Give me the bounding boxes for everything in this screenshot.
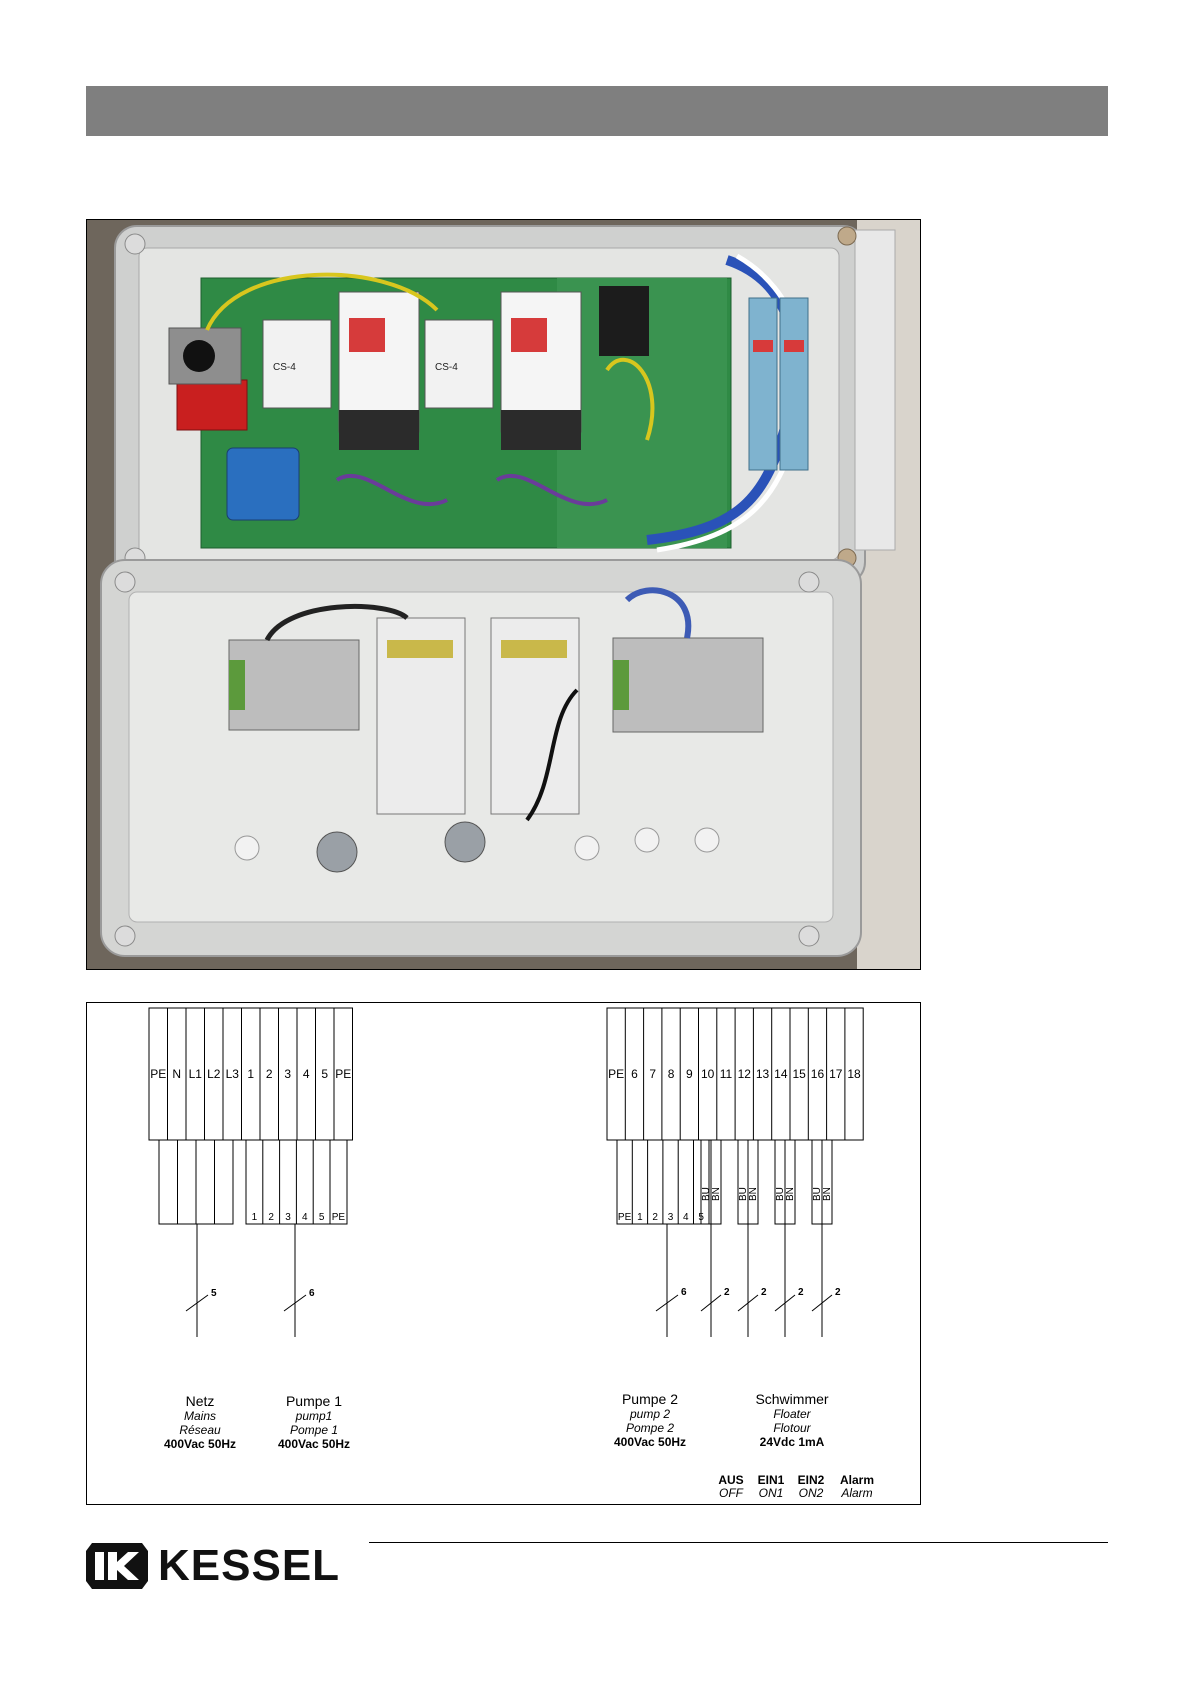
left-terminal-11: PE	[335, 1067, 351, 1081]
pump2-cable-label-5: 4	[683, 1212, 689, 1223]
pump1-caption-spec: 400Vac 50Hz	[278, 1437, 350, 1451]
pump1-cable-label-1: 1	[252, 1212, 258, 1223]
left-terminal-1: PE	[150, 1067, 166, 1081]
mains-caption-fr: Réseau	[179, 1423, 221, 1437]
pump1-bundle-slash	[283, 1294, 307, 1312]
signal-sub-1: OFF	[719, 1486, 744, 1500]
left-terminal-8: 3	[284, 1067, 291, 1081]
floater-caption-en: Floater	[773, 1407, 811, 1421]
right-terminal-10: 14	[774, 1067, 788, 1081]
pump2-caption-en: pump 2	[629, 1407, 670, 1421]
signal-label-1: AUS	[718, 1473, 743, 1487]
right-terminal-13: 17	[829, 1067, 843, 1081]
floater-caption-spec: 24Vdc 1mA	[760, 1435, 825, 1449]
signal-sub-3: ON2	[799, 1486, 824, 1500]
right-terminal-9: 13	[756, 1067, 770, 1081]
kessel-logo-mark	[86, 1543, 148, 1589]
pump2-caption-fr: Pompe 2	[626, 1421, 674, 1435]
pump2-bundle-count: 6	[681, 1287, 687, 1298]
signal-label-2: EIN1	[758, 1473, 785, 1487]
mains-caption-en: Mains	[184, 1409, 216, 1423]
pump1-cable-label-2: 2	[268, 1212, 274, 1223]
floater-bundle-count-3: 2	[798, 1287, 804, 1298]
signal-label-3: EIN2	[798, 1473, 825, 1487]
right-terminal-12: 16	[811, 1067, 825, 1081]
kessel-logo: KESSEL	[86, 1543, 340, 1589]
contactor-2: CS-4	[424, 319, 494, 409]
pump2-bundle-slash	[655, 1294, 679, 1312]
pump1-caption-en: pump1	[295, 1409, 333, 1423]
mains-bundle-slash	[185, 1294, 209, 1312]
left-terminal-6: 1	[247, 1067, 254, 1081]
left-terminal-10: 5	[321, 1067, 328, 1081]
right-terminal-3: 7	[649, 1067, 656, 1081]
pump2-caption-spec: 400Vac 50Hz	[614, 1435, 686, 1449]
floater-bundle-slash-1	[700, 1294, 722, 1312]
wire-color-3: BU	[738, 1187, 749, 1201]
floater-bundle-slash-4	[811, 1294, 833, 1312]
svg-text:CS-4: CS-4	[435, 362, 458, 373]
pump1-bundle-count: 6	[309, 1288, 315, 1299]
right-terminal-8: 12	[738, 1067, 752, 1081]
floater-bundle-slash-3	[774, 1294, 796, 1312]
section-header-bar	[86, 86, 1108, 136]
right-terminal-2: 6	[631, 1067, 638, 1081]
pump2-cable-label-1: PE	[618, 1212, 632, 1223]
right-terminal-11: 15	[792, 1067, 806, 1081]
pump2-cable-label-2: 1	[637, 1212, 643, 1223]
floater-caption-title: Schwimmer	[755, 1391, 828, 1407]
kessel-logo-text: KESSEL	[158, 1541, 341, 1590]
mains-bundle-count: 5	[211, 1288, 217, 1299]
floater-caption-fr: Flotour	[773, 1421, 811, 1435]
svg-text:CS-4: CS-4	[273, 362, 296, 373]
left-terminal-3: L1	[189, 1067, 203, 1081]
left-terminal-7: 2	[266, 1067, 273, 1081]
wire-color-5: BU	[775, 1187, 786, 1201]
control-box-photo: CS-4 CS-4	[86, 219, 921, 970]
right-terminal-1: PE	[608, 1067, 624, 1081]
pump1-cable-label-5: 5	[319, 1212, 325, 1223]
signal-label-4: Alarm	[840, 1473, 874, 1487]
left-terminal-5: L3	[226, 1067, 240, 1081]
left-terminal-2: N	[172, 1067, 181, 1081]
floater-bundle-count-1: 2	[724, 1287, 730, 1298]
floater-bundle-count-4: 2	[835, 1287, 841, 1298]
pump2-cable-label-3: 2	[652, 1212, 658, 1223]
pump1-cable-label-6: PE	[332, 1212, 346, 1223]
mains-caption-title: Netz	[186, 1393, 215, 1409]
right-terminal-14: 18	[847, 1067, 861, 1081]
right-terminal-5: 9	[686, 1067, 693, 1081]
floater-bundle-count-2: 2	[761, 1287, 767, 1298]
wire-color-2: BN	[711, 1187, 722, 1201]
footer-rule	[369, 1542, 1108, 1543]
pump2-caption-title: Pumpe 2	[622, 1391, 678, 1407]
mains-caption-spec: 400Vac 50Hz	[164, 1437, 236, 1451]
wire-color-7: BU	[812, 1187, 823, 1201]
wire-color-4: BN	[748, 1187, 759, 1201]
wire-color-6: BN	[785, 1187, 796, 1201]
signal-sub-2: ON1	[759, 1486, 784, 1500]
right-terminal-7: 11	[720, 1067, 733, 1081]
pump1-caption-title: Pumpe 1	[286, 1393, 342, 1409]
pump1-cable-label-4: 4	[302, 1212, 308, 1223]
right-terminal-6: 10	[701, 1067, 715, 1081]
pump1-caption-fr: Pompe 1	[290, 1423, 338, 1437]
right-terminal-4: 8	[668, 1067, 675, 1081]
signal-sub-4: Alarm	[840, 1486, 872, 1500]
contactor-1: CS-4	[262, 319, 332, 409]
wire-color-8: BN	[822, 1187, 833, 1201]
wire-color-1: BU	[701, 1187, 712, 1201]
left-terminal-9: 4	[303, 1067, 310, 1081]
left-terminal-4: L2	[207, 1067, 221, 1081]
floater-bundle-slash-2	[737, 1294, 759, 1312]
pump2-cable-label-4: 3	[668, 1212, 674, 1223]
pump1-cable-label-3: 3	[285, 1212, 291, 1223]
